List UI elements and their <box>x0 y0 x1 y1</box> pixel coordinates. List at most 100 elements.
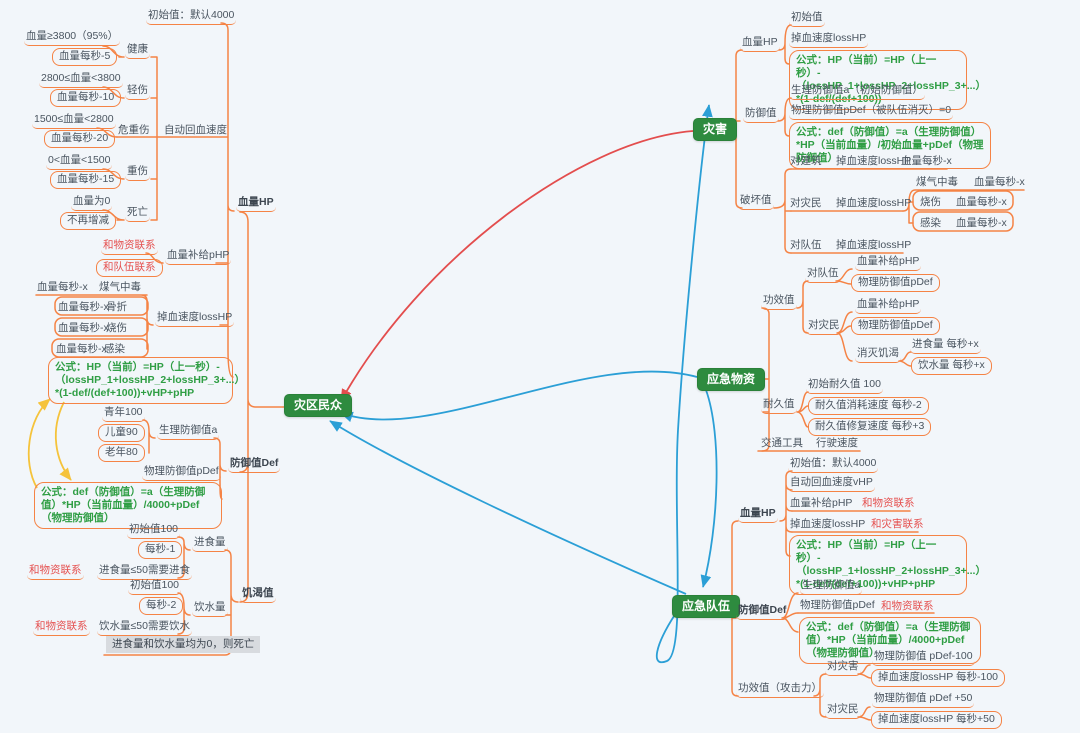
attack-disaster-def[interactable]: 物理防御值 pDef-100 <box>872 650 975 666</box>
node-team[interactable]: 应急队伍 <box>672 595 741 618</box>
ailment-infect-left[interactable]: 感染 <box>104 343 125 355</box>
def-elder[interactable]: 老年80 <box>98 444 145 462</box>
node-supplies[interactable]: 应急物资 <box>697 368 766 391</box>
durability-consume[interactable]: 耐久值消耗速度 每秒-2 <box>808 397 929 415</box>
formula-def-team[interactable]: 公式：def（防御值）=a（生理防御值）*HP（当前血量）/4000+pDef（… <box>799 617 981 664</box>
effect-team[interactable]: 对队伍 <box>805 267 841 283</box>
rel-disaster-1[interactable]: 和灾害联系 <box>871 518 924 530</box>
dis-def-label[interactable]: 防御值 <box>743 107 779 123</box>
dis-hp-initial[interactable]: 初始值 <box>789 11 825 27</box>
formula-def-people[interactable]: 公式：def（防御值）=a（生理防御值）*HP（当前血量）/4000+pDef（… <box>34 482 222 529</box>
team-hp-loss[interactable]: 掉血速度lossHP <box>790 518 866 530</box>
hp-initial-left[interactable]: 初始值：默认4000 <box>146 9 237 25</box>
ailment-fracture[interactable]: 骨折 <box>106 301 127 313</box>
team-hp-initial[interactable]: 初始值：默认4000 <box>788 457 879 473</box>
rel-supplies-3[interactable]: 和物资联系 <box>33 620 90 636</box>
cond-healthy[interactable]: 血量≥3800（95%） <box>24 30 121 46</box>
team-phys-def[interactable]: 物理防御值pDef <box>800 599 875 611</box>
attack-disaster[interactable]: 对灾害 <box>825 660 861 676</box>
state-critical[interactable]: 危重伤 <box>118 124 150 136</box>
effect-water[interactable]: 饮水量 每秒+x <box>911 357 992 375</box>
ailment-burn-left[interactable]: 烧伤 <box>106 322 127 334</box>
dis-hp-loss[interactable]: 掉血速度lossHP <box>789 32 869 48</box>
rate-death[interactable]: 不再增减 <box>60 212 116 230</box>
dest-people[interactable]: 对灾民 <box>790 197 822 209</box>
effect-hunger[interactable]: 消灭饥渴 <box>855 347 901 363</box>
rate-healthy[interactable]: 血量每秒-5 <box>52 48 118 66</box>
def-child[interactable]: 儿童90 <box>98 424 145 442</box>
team-hp-supply[interactable]: 血量补给pHP <box>790 497 853 509</box>
rate-minor[interactable]: 血量每秒-10 <box>50 89 122 107</box>
rate-infect-right[interactable]: 血量每秒-x <box>956 217 1007 229</box>
food-initial[interactable]: 初始值100 <box>127 523 181 539</box>
rel-supplies-2[interactable]: 和物资联系 <box>27 564 84 580</box>
transport-label[interactable]: 交通工具 <box>761 437 803 449</box>
rel-supplies-4[interactable]: 和物资联系 <box>862 497 915 509</box>
state-healthy[interactable]: 健康 <box>125 43 150 59</box>
attack-people[interactable]: 对灾民 <box>825 703 861 719</box>
formula-hp-disaster[interactable]: 公式：HP（当前）=HP（上一秒）-（lossHP_1+lossHP_2+los… <box>789 50 986 110</box>
state-death[interactable]: 死亡 <box>125 206 150 222</box>
transport-speed[interactable]: 行驶速度 <box>816 437 858 449</box>
rate-burn-right[interactable]: 血量每秒-x <box>956 196 1007 208</box>
dis-phys-def[interactable]: 物理防御值pDef（被队伍消灭）=0 <box>789 104 954 120</box>
team-hp-label[interactable]: 血量HP <box>738 507 778 523</box>
attack-label[interactable]: 功效值（攻击力） <box>736 682 824 698</box>
rate-gas-right[interactable]: 血量每秒-x <box>974 176 1025 188</box>
cond-severe[interactable]: 0<血量<1500 <box>46 154 113 170</box>
formula-hp-people[interactable]: 公式：HP（当前）=HP（上一秒）-（lossHP_1+lossHP_2+los… <box>48 357 245 404</box>
water-label[interactable]: 饮水量 <box>192 601 228 617</box>
death-note[interactable]: 进食量和饮水量均为0，则死亡 <box>106 636 261 653</box>
dest-building-loss[interactable]: 掉血速度lossHP <box>836 155 912 167</box>
rate-infect-left[interactable]: 血量每秒-x <box>56 343 107 355</box>
rate-fracture[interactable]: 血量每秒-x <box>58 301 109 313</box>
effect-people-hp[interactable]: 血量补给pHP <box>855 298 922 314</box>
water-threshold[interactable]: 饮水量≤50需要饮水 <box>97 620 192 636</box>
durability-label[interactable]: 耐久值 <box>761 398 797 414</box>
rate-gas-left[interactable]: 血量每秒-x <box>37 281 88 293</box>
attack-people-def[interactable]: 物理防御值 pDef +50 <box>872 692 975 708</box>
food-threshold[interactable]: 进食量≤50需要进食 <box>97 564 192 580</box>
durability-repair[interactable]: 耐久值修复速度 每秒+3 <box>808 418 932 436</box>
team-physio-def[interactable]: 生理防御值a <box>800 579 863 595</box>
effect-team-hp[interactable]: 血量补给pHP <box>855 255 922 271</box>
hunger-label[interactable]: 饥渴值 <box>240 587 276 603</box>
phys-def-left[interactable]: 物理防御值pDef <box>142 465 221 481</box>
team-def-label[interactable]: 防御值Def <box>736 604 789 620</box>
cond-minor[interactable]: 2800≤血量<3800 <box>39 72 123 88</box>
def-label-left[interactable]: 防御值Def <box>228 457 281 473</box>
dest-building[interactable]: 对建筑 <box>790 155 822 167</box>
ailment-gas-right[interactable]: 煤气中毒 <box>916 176 958 188</box>
attack-people-loss[interactable]: 掉血速度lossHP 每秒+50 <box>871 711 1002 729</box>
state-severe[interactable]: 重伤 <box>125 165 150 181</box>
rel-supplies-5[interactable]: 和物资联系 <box>881 600 934 612</box>
rate-burn-left[interactable]: 血量每秒-x <box>58 322 109 334</box>
physio-def-left[interactable]: 生理防御值a <box>157 424 220 440</box>
node-disaster[interactable]: 灾害 <box>693 118 738 141</box>
dis-physio-def[interactable]: 生理防御值a（初始防御值） <box>789 84 925 100</box>
hp-supply-left[interactable]: 血量补给pHP <box>165 249 232 265</box>
effect-label[interactable]: 功效值 <box>761 294 797 310</box>
food-label[interactable]: 进食量 <box>192 536 228 552</box>
team-hp-regen[interactable]: 自动回血速度vHP <box>788 476 875 492</box>
destroy-label[interactable]: 破坏值 <box>738 194 774 210</box>
ailment-burn-right[interactable]: 烧伤 <box>920 196 941 208</box>
state-minor[interactable]: 轻伤 <box>125 84 150 100</box>
rate-severe[interactable]: 血量每秒-15 <box>50 171 122 189</box>
dest-people-loss[interactable]: 掉血速度lossHP <box>836 197 912 209</box>
def-youth[interactable]: 青年100 <box>102 406 145 422</box>
node-disaster-people[interactable]: 灾区民众 <box>284 394 353 417</box>
auto-regen-left[interactable]: 自动回血速度 <box>164 124 227 136</box>
formula-hp-team[interactable]: 公式：HP（当前）=HP（上一秒）-（lossHP_1+lossHP_2+los… <box>789 535 986 595</box>
food-rate[interactable]: 每秒-1 <box>138 541 183 559</box>
durability-initial[interactable]: 初始耐久值 100 <box>806 378 883 394</box>
rate-critical[interactable]: 血量每秒-20 <box>44 130 116 148</box>
effect-people-def[interactable]: 物理防御值pDef <box>851 317 940 335</box>
dest-building-rate[interactable]: 血量每秒-x <box>901 155 952 167</box>
formula-def-disaster[interactable]: 公式：def（防御值）=a（生理防御值）*HP（当前血量）/初始血量+pDef（… <box>789 122 991 169</box>
rel-team-1[interactable]: 和队伍联系 <box>96 259 163 277</box>
rel-supplies-1[interactable]: 和物资联系 <box>101 239 158 255</box>
hp-loss-left[interactable]: 掉血速度lossHP <box>155 311 235 327</box>
effect-food[interactable]: 进食量 每秒+x <box>910 338 981 354</box>
effect-team-def[interactable]: 物理防御值pDef <box>851 274 940 292</box>
